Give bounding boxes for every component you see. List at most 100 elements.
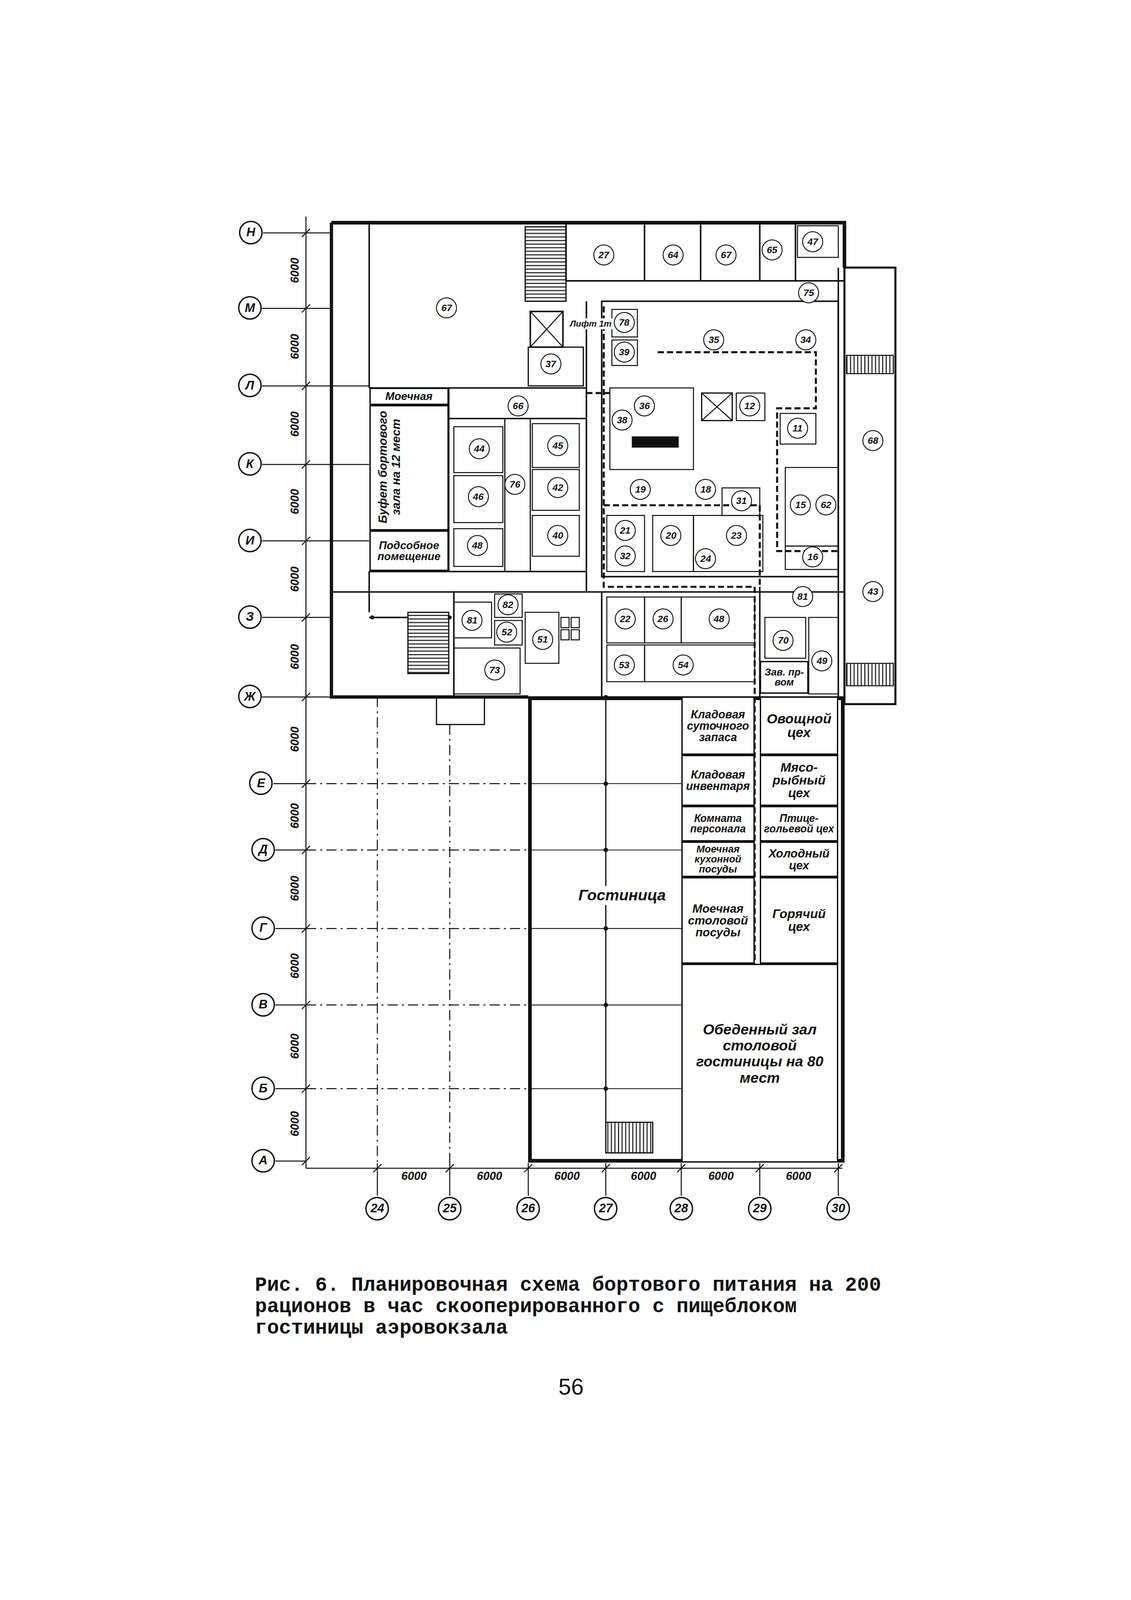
callout-number: 70 — [772, 629, 794, 651]
room-label: Птице-гольевой цех — [762, 813, 836, 835]
callout-number: 46 — [467, 486, 489, 508]
room-label: Комната персонала — [684, 813, 753, 835]
dimension-label: 6000 — [288, 725, 302, 754]
room-label: Зав. пр-вом — [762, 667, 806, 688]
callout-number: 81 — [461, 609, 483, 631]
callout-number: 75 — [798, 282, 820, 304]
room-box: Буфет бортового зала на 12 мест — [369, 404, 449, 531]
callout-number: 48 — [708, 608, 730, 630]
room-label: Кладовая инвентаря — [684, 768, 753, 792]
room-box: Моечная кухонной посуды — [681, 841, 755, 877]
callout-number: 48 — [466, 534, 488, 556]
callout-number: 47 — [802, 231, 824, 253]
axis-label: 25 — [437, 1196, 462, 1221]
axis-label: 24 — [365, 1196, 390, 1221]
dimension-label: 6000 — [288, 409, 302, 439]
room-box: Кладовая инвентаря — [681, 754, 755, 806]
callout-number: 15 — [789, 494, 811, 516]
room-label: Кладовая суточного запаса — [684, 708, 753, 743]
page-number: 56 — [558, 1373, 584, 1401]
callout-number: 76 — [504, 473, 526, 495]
axis-label: М — [238, 295, 262, 320]
callout-number: 67 — [715, 244, 737, 266]
dimension-label: 6000 — [288, 332, 302, 362]
axis-label: Г — [251, 916, 275, 940]
room-label: Моечная — [385, 390, 433, 402]
room-label: Гостиница — [576, 886, 668, 905]
axis-label: Б — [251, 1076, 275, 1100]
dimension-label: 6000 — [629, 1169, 658, 1183]
callout-number: 43 — [862, 581, 884, 602]
callout-number: 49 — [811, 650, 833, 672]
callout-number: 42 — [547, 477, 569, 499]
callout-number: 45 — [547, 435, 569, 457]
dimension-label: 6000 — [475, 1169, 504, 1183]
callout-number: 26 — [652, 608, 674, 630]
callout-number: 67 — [435, 297, 457, 319]
callout-number: 24 — [695, 548, 716, 570]
room-box: Зав. пр-вом — [759, 660, 809, 694]
room-box: Моечная — [369, 387, 449, 405]
axis-label: 29 — [747, 1196, 772, 1221]
room-label: Овощной цех — [762, 711, 836, 740]
axis-label: 30 — [826, 1196, 851, 1221]
dimension-label: 6000 — [288, 801, 302, 831]
axis-label: Н — [238, 220, 263, 245]
callout-number: 62 — [815, 494, 837, 516]
room-label: Холодный цех — [762, 847, 836, 872]
callout-number: 31 — [731, 490, 753, 512]
callout-number: 11 — [787, 417, 809, 439]
dimension-label: 6000 — [288, 487, 302, 516]
dimension-label: 6000 — [288, 1032, 302, 1061]
note-text: Лифт 1т — [569, 318, 613, 330]
caption: Рис. 6. Планировочная схема бортового пи… — [254, 1274, 912, 1339]
room-box: Моечная столовой посуды — [681, 876, 755, 964]
axis-label: Ж — [238, 684, 262, 709]
callout-number: 38 — [611, 409, 633, 431]
callout-number: 68 — [862, 430, 884, 452]
room-box: Птице-гольевой цех — [759, 805, 839, 842]
callout-number: 40 — [547, 524, 569, 546]
axis-label: 27 — [593, 1196, 618, 1221]
callout-number: 20 — [660, 524, 682, 546]
dimension-label: 6000 — [288, 951, 302, 981]
room-label: Подсобное помещение — [372, 539, 447, 562]
callout-number: 78 — [613, 311, 635, 333]
callout-number: 22 — [614, 608, 636, 630]
callout-number: 32 — [614, 545, 636, 567]
room-label: Моечная кухонной посуды — [684, 844, 753, 875]
dimension-label: 6000 — [553, 1169, 582, 1183]
callout-number: 66 — [507, 395, 529, 417]
axis-label: 26 — [516, 1196, 540, 1221]
dimension-label: 6000 — [288, 642, 302, 671]
dimension-label: 6000 — [288, 1110, 302, 1139]
callout-number: 82 — [497, 594, 519, 616]
axis-label: Л — [238, 373, 262, 398]
callout-number: 54 — [672, 654, 694, 676]
room-label: Мясо-рыбный цех — [762, 761, 836, 800]
callout-number: 37 — [540, 353, 562, 375]
dimension-label: 6000 — [288, 256, 302, 285]
callout-number: 65 — [761, 239, 783, 261]
callout-number: 34 — [795, 329, 817, 351]
room-box: Холодный цех — [759, 841, 839, 877]
room-box: Подсобное помещение — [369, 530, 449, 571]
callout-number: 51 — [532, 628, 554, 650]
callout-number: 44 — [468, 438, 490, 460]
callout-number: 36 — [633, 395, 655, 417]
callout-number: 27 — [593, 244, 615, 266]
room-box: Гостиница Кладовая суточного запаса Овощно… — [528, 696, 845, 1163]
callout-number: 18 — [695, 478, 716, 500]
room-label: Моечная столовой посуды — [684, 902, 753, 939]
axis-label: А — [251, 1148, 275, 1173]
axis-label: К — [238, 451, 262, 476]
callout-number: 81 — [792, 586, 814, 608]
room-box: Горячий цех — [759, 876, 839, 964]
callout-number: 39 — [613, 341, 635, 363]
callout-number: 19 — [629, 478, 651, 500]
dimension-label: 6000 — [399, 1169, 429, 1183]
callout-number: 35 — [703, 329, 725, 351]
room-label: Горячий цех — [762, 907, 836, 934]
room-label: Обеденный зал столовой гостиницы на 80 м… — [682, 1020, 837, 1087]
dimension-label: 6000 — [288, 874, 302, 903]
